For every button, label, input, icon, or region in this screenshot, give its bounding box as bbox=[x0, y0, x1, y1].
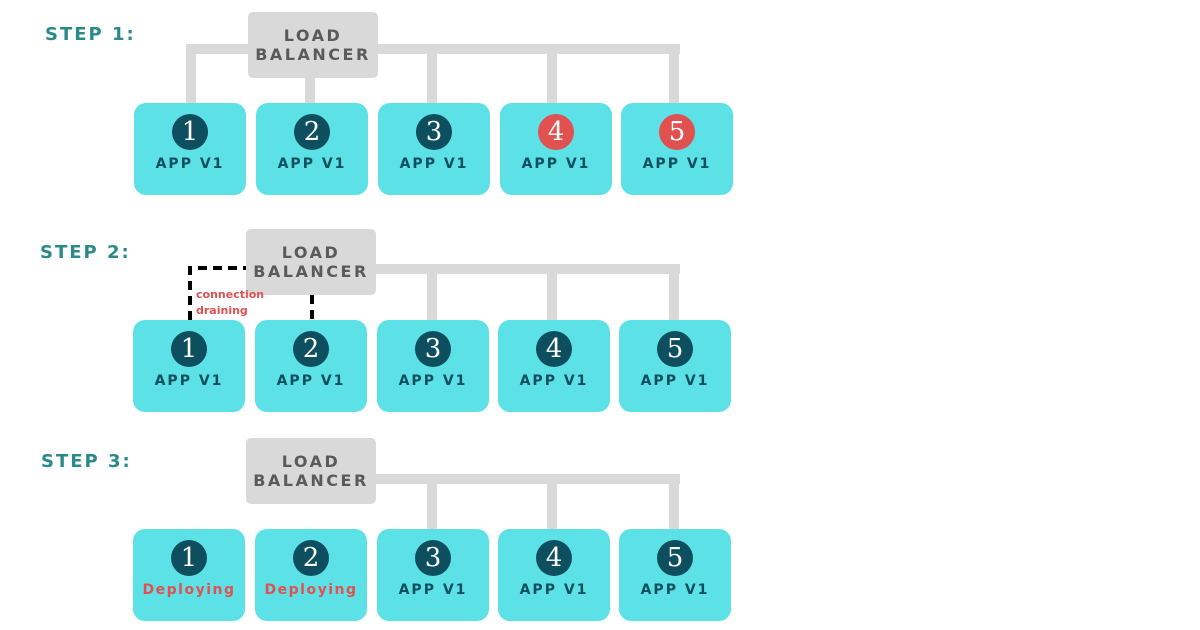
load-balancer-line2: BALANCER bbox=[253, 262, 369, 281]
step-1-drop-4 bbox=[547, 54, 557, 104]
step-1-drop-2 bbox=[305, 70, 315, 104]
step-3-label: STEP 3: bbox=[41, 451, 132, 472]
draining-label-line2: draining bbox=[196, 304, 248, 317]
app-version-label: APP V1 bbox=[398, 582, 468, 598]
connection-draining-label: connection draining bbox=[196, 287, 264, 319]
deploying-label: Deploying bbox=[142, 582, 236, 598]
app-version-label: APP V1 bbox=[640, 582, 710, 598]
step-2-load-balancer: LOAD BALANCER bbox=[246, 229, 376, 295]
step-1-load-balancer: LOAD BALANCER bbox=[248, 12, 378, 78]
step-3-load-balancer: LOAD BALANCER bbox=[246, 438, 376, 504]
number-badge: 2 bbox=[294, 114, 330, 150]
number-badge: 1 bbox=[172, 114, 208, 150]
app-version-label: APP V1 bbox=[640, 373, 710, 389]
number-badge: 4 bbox=[536, 540, 572, 576]
step-3-app-5: 5 APP V1 bbox=[619, 529, 731, 621]
step-2-drop-5 bbox=[669, 264, 679, 321]
app-version-label: APP V1 bbox=[519, 582, 589, 598]
step-1-drop-3 bbox=[427, 54, 437, 104]
number-badge: 4 bbox=[536, 331, 572, 367]
app-version-label: APP V1 bbox=[521, 156, 591, 172]
number-badge: 1 bbox=[171, 540, 207, 576]
draining-line-1 bbox=[188, 266, 247, 320]
number-badge: 5 bbox=[657, 331, 693, 367]
step-1-trunk bbox=[186, 44, 680, 54]
step-2-app-4: 4 APP V1 bbox=[498, 320, 610, 412]
load-balancer-line2: BALANCER bbox=[255, 45, 371, 64]
step-3-drop-4 bbox=[547, 474, 557, 530]
step-1-app-5: 5 APP V1 bbox=[621, 103, 733, 195]
step-3-app-3: 3 APP V1 bbox=[377, 529, 489, 621]
step-2-app-5: 5 APP V1 bbox=[619, 320, 731, 412]
step-1-app-4: 4 APP V1 bbox=[500, 103, 612, 195]
load-balancer-line2: BALANCER bbox=[253, 471, 369, 490]
load-balancer-line1: LOAD bbox=[281, 243, 341, 262]
app-version-label: APP V1 bbox=[399, 156, 469, 172]
step-3-drop-5 bbox=[669, 474, 679, 530]
draining-label-line1: connection bbox=[196, 288, 265, 301]
step-2-connectors bbox=[375, 264, 680, 321]
step-2-draining-lines bbox=[188, 266, 314, 320]
app-version-label: APP V1 bbox=[642, 156, 712, 172]
step-2-drop-3 bbox=[427, 264, 437, 321]
step-3-trunk bbox=[375, 474, 680, 484]
step-1-drop-1 bbox=[186, 44, 196, 104]
deploying-label: Deploying bbox=[264, 582, 358, 598]
number-badge-highlighted: 5 bbox=[659, 114, 695, 150]
step-1-drop-5 bbox=[669, 54, 679, 104]
app-version-label: APP V1 bbox=[398, 373, 468, 389]
number-badge: 5 bbox=[657, 540, 693, 576]
step-2-app-1: 1 APP V1 bbox=[133, 320, 245, 412]
app-version-label: APP V1 bbox=[519, 373, 589, 389]
step-3-app-1: 1 Deploying bbox=[133, 529, 245, 621]
step-2-trunk bbox=[375, 264, 680, 274]
step-2-drop-4 bbox=[547, 264, 557, 321]
step-1-app-2: 2 APP V1 bbox=[256, 103, 368, 195]
step-1-connectors bbox=[186, 44, 680, 104]
step-2-app-3: 3 APP V1 bbox=[377, 320, 489, 412]
number-badge: 2 bbox=[293, 331, 329, 367]
app-version-label: APP V1 bbox=[277, 156, 347, 172]
step-3-app-2: 2 Deploying bbox=[255, 529, 367, 621]
number-badge: 1 bbox=[171, 331, 207, 367]
load-balancer-line1: LOAD bbox=[281, 452, 341, 471]
number-badge: 3 bbox=[415, 331, 451, 367]
load-balancer-line1: LOAD bbox=[283, 26, 343, 45]
number-badge-highlighted: 4 bbox=[538, 114, 574, 150]
app-version-label: APP V1 bbox=[155, 156, 225, 172]
number-badge: 3 bbox=[415, 540, 451, 576]
step-1-label: STEP 1: bbox=[45, 24, 136, 45]
number-badge: 3 bbox=[416, 114, 452, 150]
step-3-drop-3 bbox=[427, 474, 437, 530]
app-version-label: APP V1 bbox=[276, 373, 346, 389]
step-1-app-3: 3 APP V1 bbox=[378, 103, 490, 195]
step-2-label: STEP 2: bbox=[40, 242, 131, 263]
step-2-app-2: 2 APP V1 bbox=[255, 320, 367, 412]
app-version-label: APP V1 bbox=[154, 373, 224, 389]
step-1-app-1: 1 APP V1 bbox=[134, 103, 246, 195]
number-badge: 2 bbox=[293, 540, 329, 576]
step-3-app-4: 4 APP V1 bbox=[498, 529, 610, 621]
step-3-connectors bbox=[375, 474, 680, 530]
